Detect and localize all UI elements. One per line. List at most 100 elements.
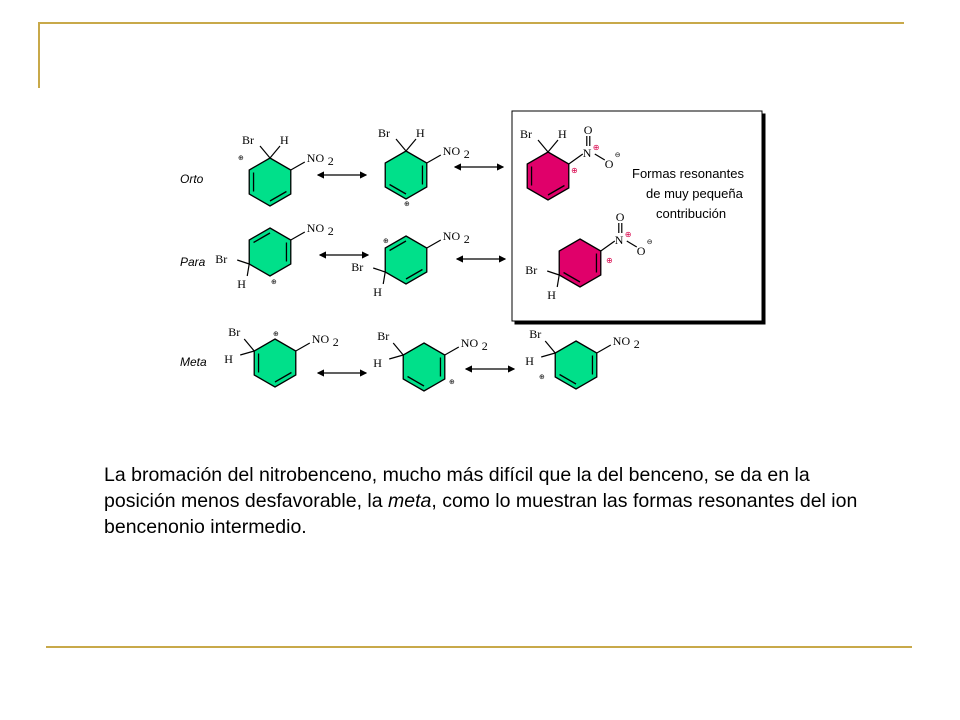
no2-subscript: 2 <box>328 224 334 238</box>
bond <box>395 138 407 152</box>
no2-label: NO <box>307 151 325 165</box>
bromine-label: Br <box>529 327 541 341</box>
bromine-label: Br <box>228 325 240 339</box>
box-line-3: contribución <box>656 206 726 221</box>
no2-label: NO <box>312 332 330 346</box>
bond <box>237 259 250 265</box>
no2-subscript: 2 <box>634 337 640 351</box>
bond <box>547 139 559 153</box>
benzene-ring <box>402 342 446 392</box>
hydrogen-label: H <box>373 285 382 299</box>
hydrogen-label: H <box>416 126 425 140</box>
double-bond <box>389 240 407 252</box>
bond <box>246 263 250 277</box>
charge-symbol: ⊕ <box>539 373 545 381</box>
bond <box>295 342 311 352</box>
caption: La bromación del nitrobenceno, mucho más… <box>104 462 864 540</box>
bond <box>537 139 549 153</box>
no2-label: NO <box>443 229 461 243</box>
caption-text-1: La bromación del nitrobenceno, mucho más… <box>104 464 810 512</box>
bond <box>544 340 556 354</box>
bond <box>444 346 460 356</box>
no2-label: NO <box>443 144 461 158</box>
bond <box>568 153 584 165</box>
double-bond <box>407 375 425 387</box>
bond <box>594 153 606 161</box>
no2-subscript: 2 <box>482 339 488 353</box>
bromine-label: Br <box>215 252 227 266</box>
no2-label: NO <box>613 334 631 348</box>
resonance-diagram: Formas resonantes de muy pequeña contrib… <box>180 110 763 392</box>
nitrogen-label: N <box>583 146 592 160</box>
bromine-label: Br <box>378 126 390 140</box>
positive-charge-red: ⊕ <box>571 166 578 175</box>
hydrogen-label: H <box>237 277 246 291</box>
double-bond <box>269 190 287 202</box>
hydrogen-label: H <box>224 352 233 366</box>
double-bond <box>389 183 407 195</box>
double-bond <box>274 371 292 383</box>
bond <box>290 161 306 171</box>
hydrogen-label: H <box>373 356 382 370</box>
bond <box>240 350 255 356</box>
benzene-ring <box>554 340 598 390</box>
charge-symbol: ⊖ <box>615 151 621 159</box>
row-label-orto: Orto <box>180 172 204 186</box>
caption-emphasis: meta <box>388 490 432 512</box>
hydrogen-label: H <box>547 288 556 302</box>
double-bond <box>253 232 271 244</box>
bond <box>556 274 560 288</box>
bromine-label: Br <box>351 260 363 274</box>
charge-symbol: ⊕ <box>449 378 455 386</box>
benzene-ring <box>248 227 292 277</box>
bond <box>541 352 556 358</box>
bond <box>269 145 281 159</box>
bond <box>600 240 616 252</box>
charge-symbol: ⊕ <box>271 278 277 286</box>
oxygen-label: O <box>584 123 593 137</box>
left-rule <box>38 22 40 88</box>
bromine-label: Br <box>525 263 537 277</box>
oxygen-label: O <box>616 210 625 224</box>
bond <box>389 354 404 360</box>
no2-subscript: 2 <box>464 147 470 161</box>
benzene-ring <box>384 235 428 285</box>
no2-label: NO <box>461 336 479 350</box>
hydrogen-label: H <box>525 354 534 368</box>
charge-symbol: ⊕ <box>273 330 279 338</box>
double-bond <box>563 271 581 283</box>
positive-charge-red: ⊕ <box>606 256 613 265</box>
double-bond <box>405 268 423 280</box>
bond <box>382 271 386 285</box>
top-rule <box>40 22 904 24</box>
charge-symbol: ⊕ <box>238 154 244 162</box>
no2-subscript: 2 <box>464 232 470 246</box>
bond <box>405 138 417 152</box>
bond <box>290 231 306 241</box>
box-line-2: de muy pequeña <box>646 186 744 201</box>
charge-symbol: ⊕ <box>404 200 410 208</box>
positive-charge-red: ⊕ <box>625 230 632 239</box>
no2-subscript: 2 <box>328 154 334 168</box>
no2-subscript: 2 <box>333 335 339 349</box>
bond <box>426 154 442 164</box>
bond <box>626 240 638 248</box>
row-label-meta: Meta <box>180 355 207 369</box>
bond <box>547 270 560 276</box>
hydrogen-label: H <box>280 133 289 147</box>
double-bond <box>559 373 577 385</box>
caption-text-2: , como lo muestran las formas resonantes… <box>104 490 858 538</box>
benzene-ring <box>253 338 297 388</box>
bromine-label: Br <box>520 127 532 141</box>
oxygen-label: O <box>605 157 614 171</box>
bond <box>426 239 442 249</box>
benzene-ring <box>248 157 292 207</box>
bond <box>243 338 255 352</box>
positive-charge-red: ⊕ <box>593 143 600 152</box>
bromine-label: Br <box>242 133 254 147</box>
nitrogen-label: N <box>615 233 624 247</box>
bond <box>392 342 404 356</box>
hydrogen-label: H <box>558 127 567 141</box>
oxygen-label: O <box>637 244 646 258</box>
bond <box>596 344 612 354</box>
